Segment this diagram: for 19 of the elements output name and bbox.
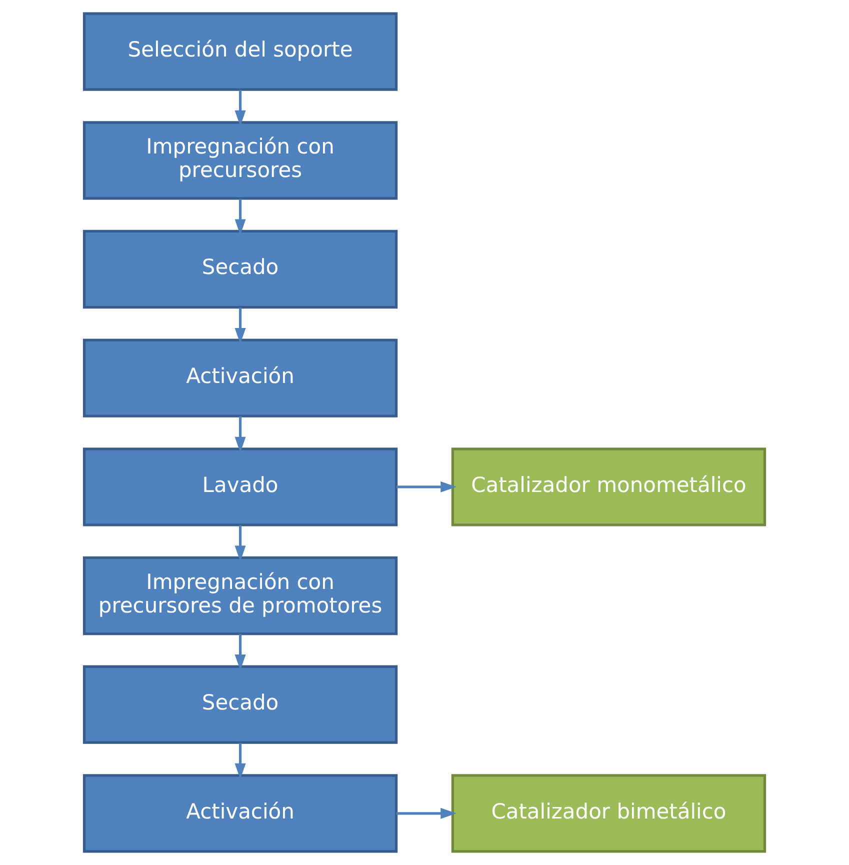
arrow: [396, 808, 456, 819]
arrow: [234, 525, 246, 562]
arrow: [234, 90, 246, 126]
arrow: [234, 198, 246, 235]
node-box: Selección del soporte: [82, 12, 398, 91]
node-box: Lavado: [82, 448, 398, 526]
node-box: Secado: [82, 230, 398, 309]
arrow: [396, 481, 456, 492]
node-box: Catalizador monometálico: [451, 448, 766, 526]
arrow: [234, 743, 246, 780]
node-box: Impregnación con precursores de promotores: [82, 556, 398, 636]
node-box: Secado: [82, 665, 398, 744]
arrow: [234, 634, 246, 670]
arrow: [234, 308, 246, 344]
node-box: Activación: [82, 774, 398, 853]
node-box: Activación: [82, 338, 398, 418]
node-box: Impregnación con precursores: [82, 121, 398, 200]
node-box: Catalizador bimetálico: [451, 774, 766, 853]
arrow: [234, 416, 246, 453]
